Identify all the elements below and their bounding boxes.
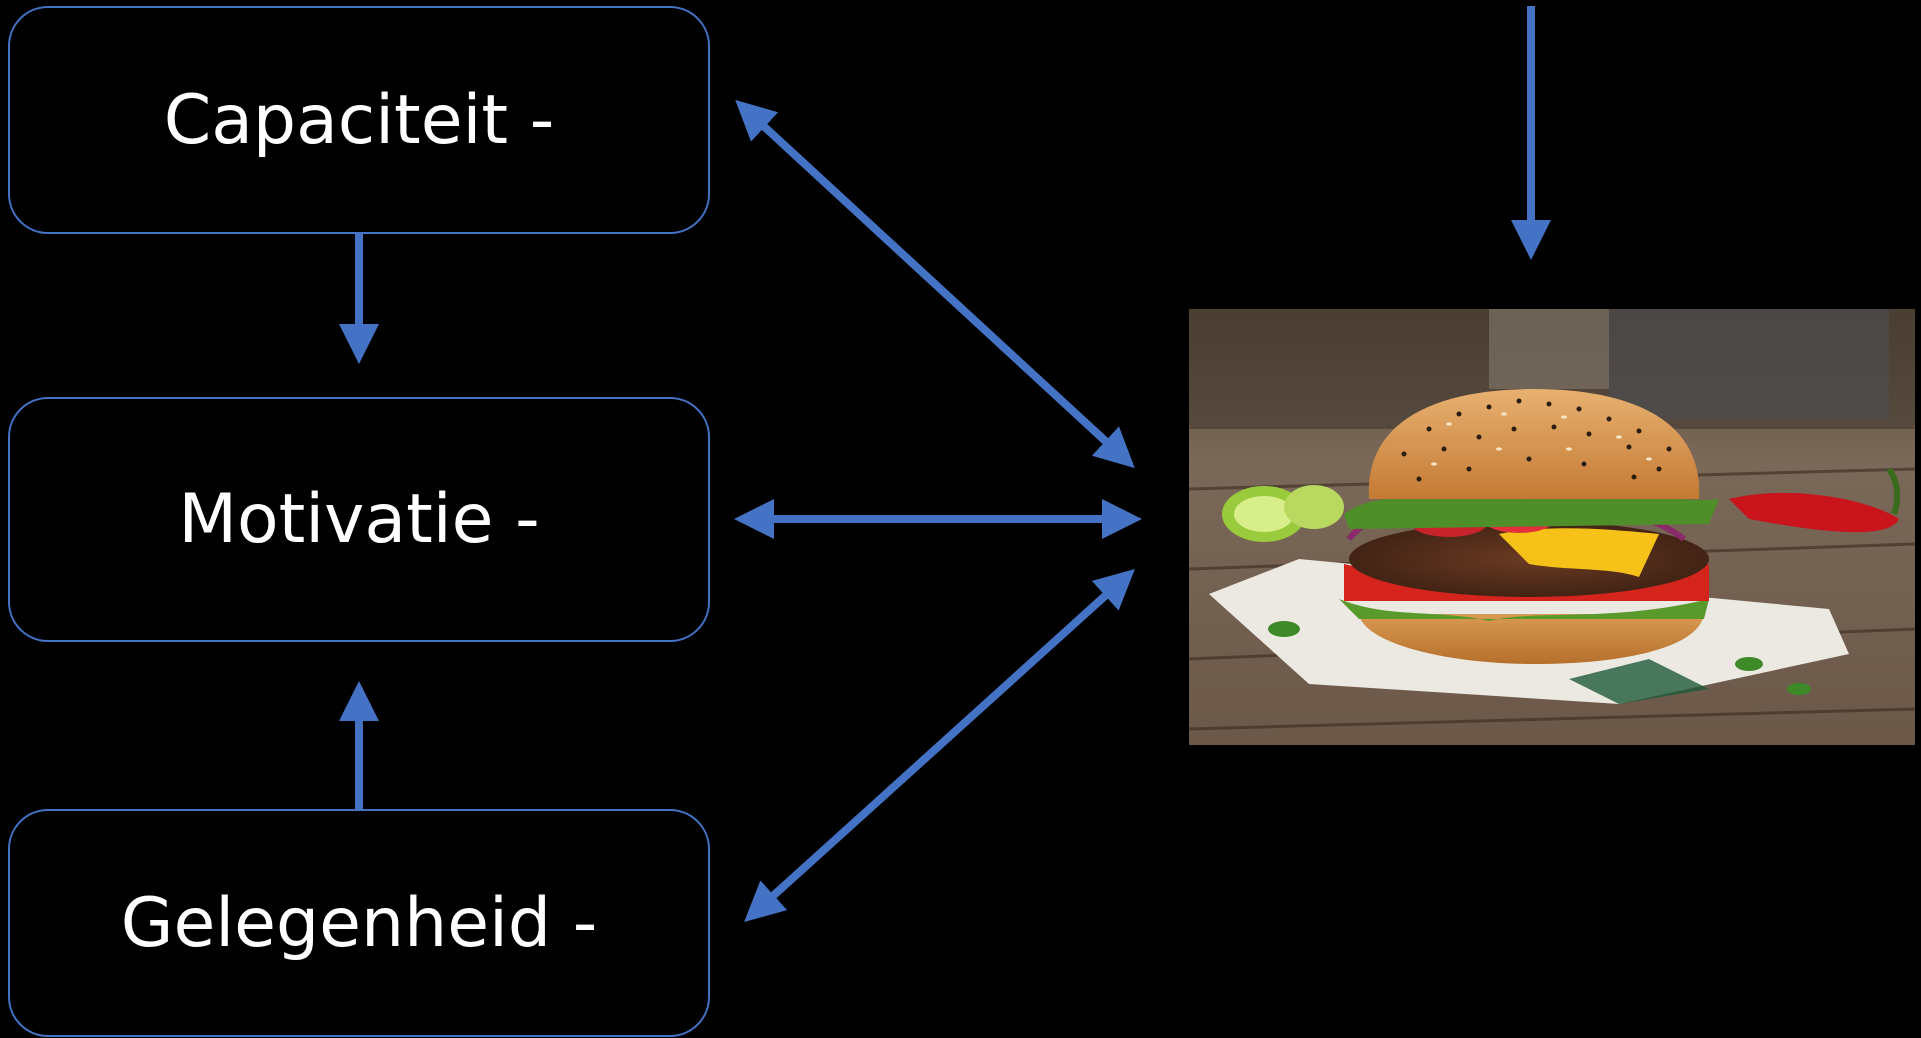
arrow-capaciteit-burger — [735, 99, 1135, 469]
node-motivatie: Motivatie - — [8, 397, 710, 642]
chili-pepper-icon — [1729, 492, 1899, 533]
burger-image — [1189, 309, 1915, 745]
node-gelegenheid-label: Gelegenheid - — [120, 883, 598, 963]
node-gelegenheid: Gelegenheid - — [8, 809, 710, 1037]
node-capaciteit: Capaciteit - — [8, 6, 710, 234]
sesame-seeds — [1401, 398, 1672, 482]
arrow-gelegenheid-burger — [744, 568, 1135, 923]
bottom-bun — [1359, 614, 1704, 664]
herb-garnish — [1268, 621, 1811, 695]
node-motivatie-label: Motivatie - — [178, 480, 540, 559]
node-capaciteit-label: Capaciteit - — [163, 80, 555, 160]
cheese — [1499, 528, 1659, 577]
top-bun — [1368, 389, 1700, 499]
